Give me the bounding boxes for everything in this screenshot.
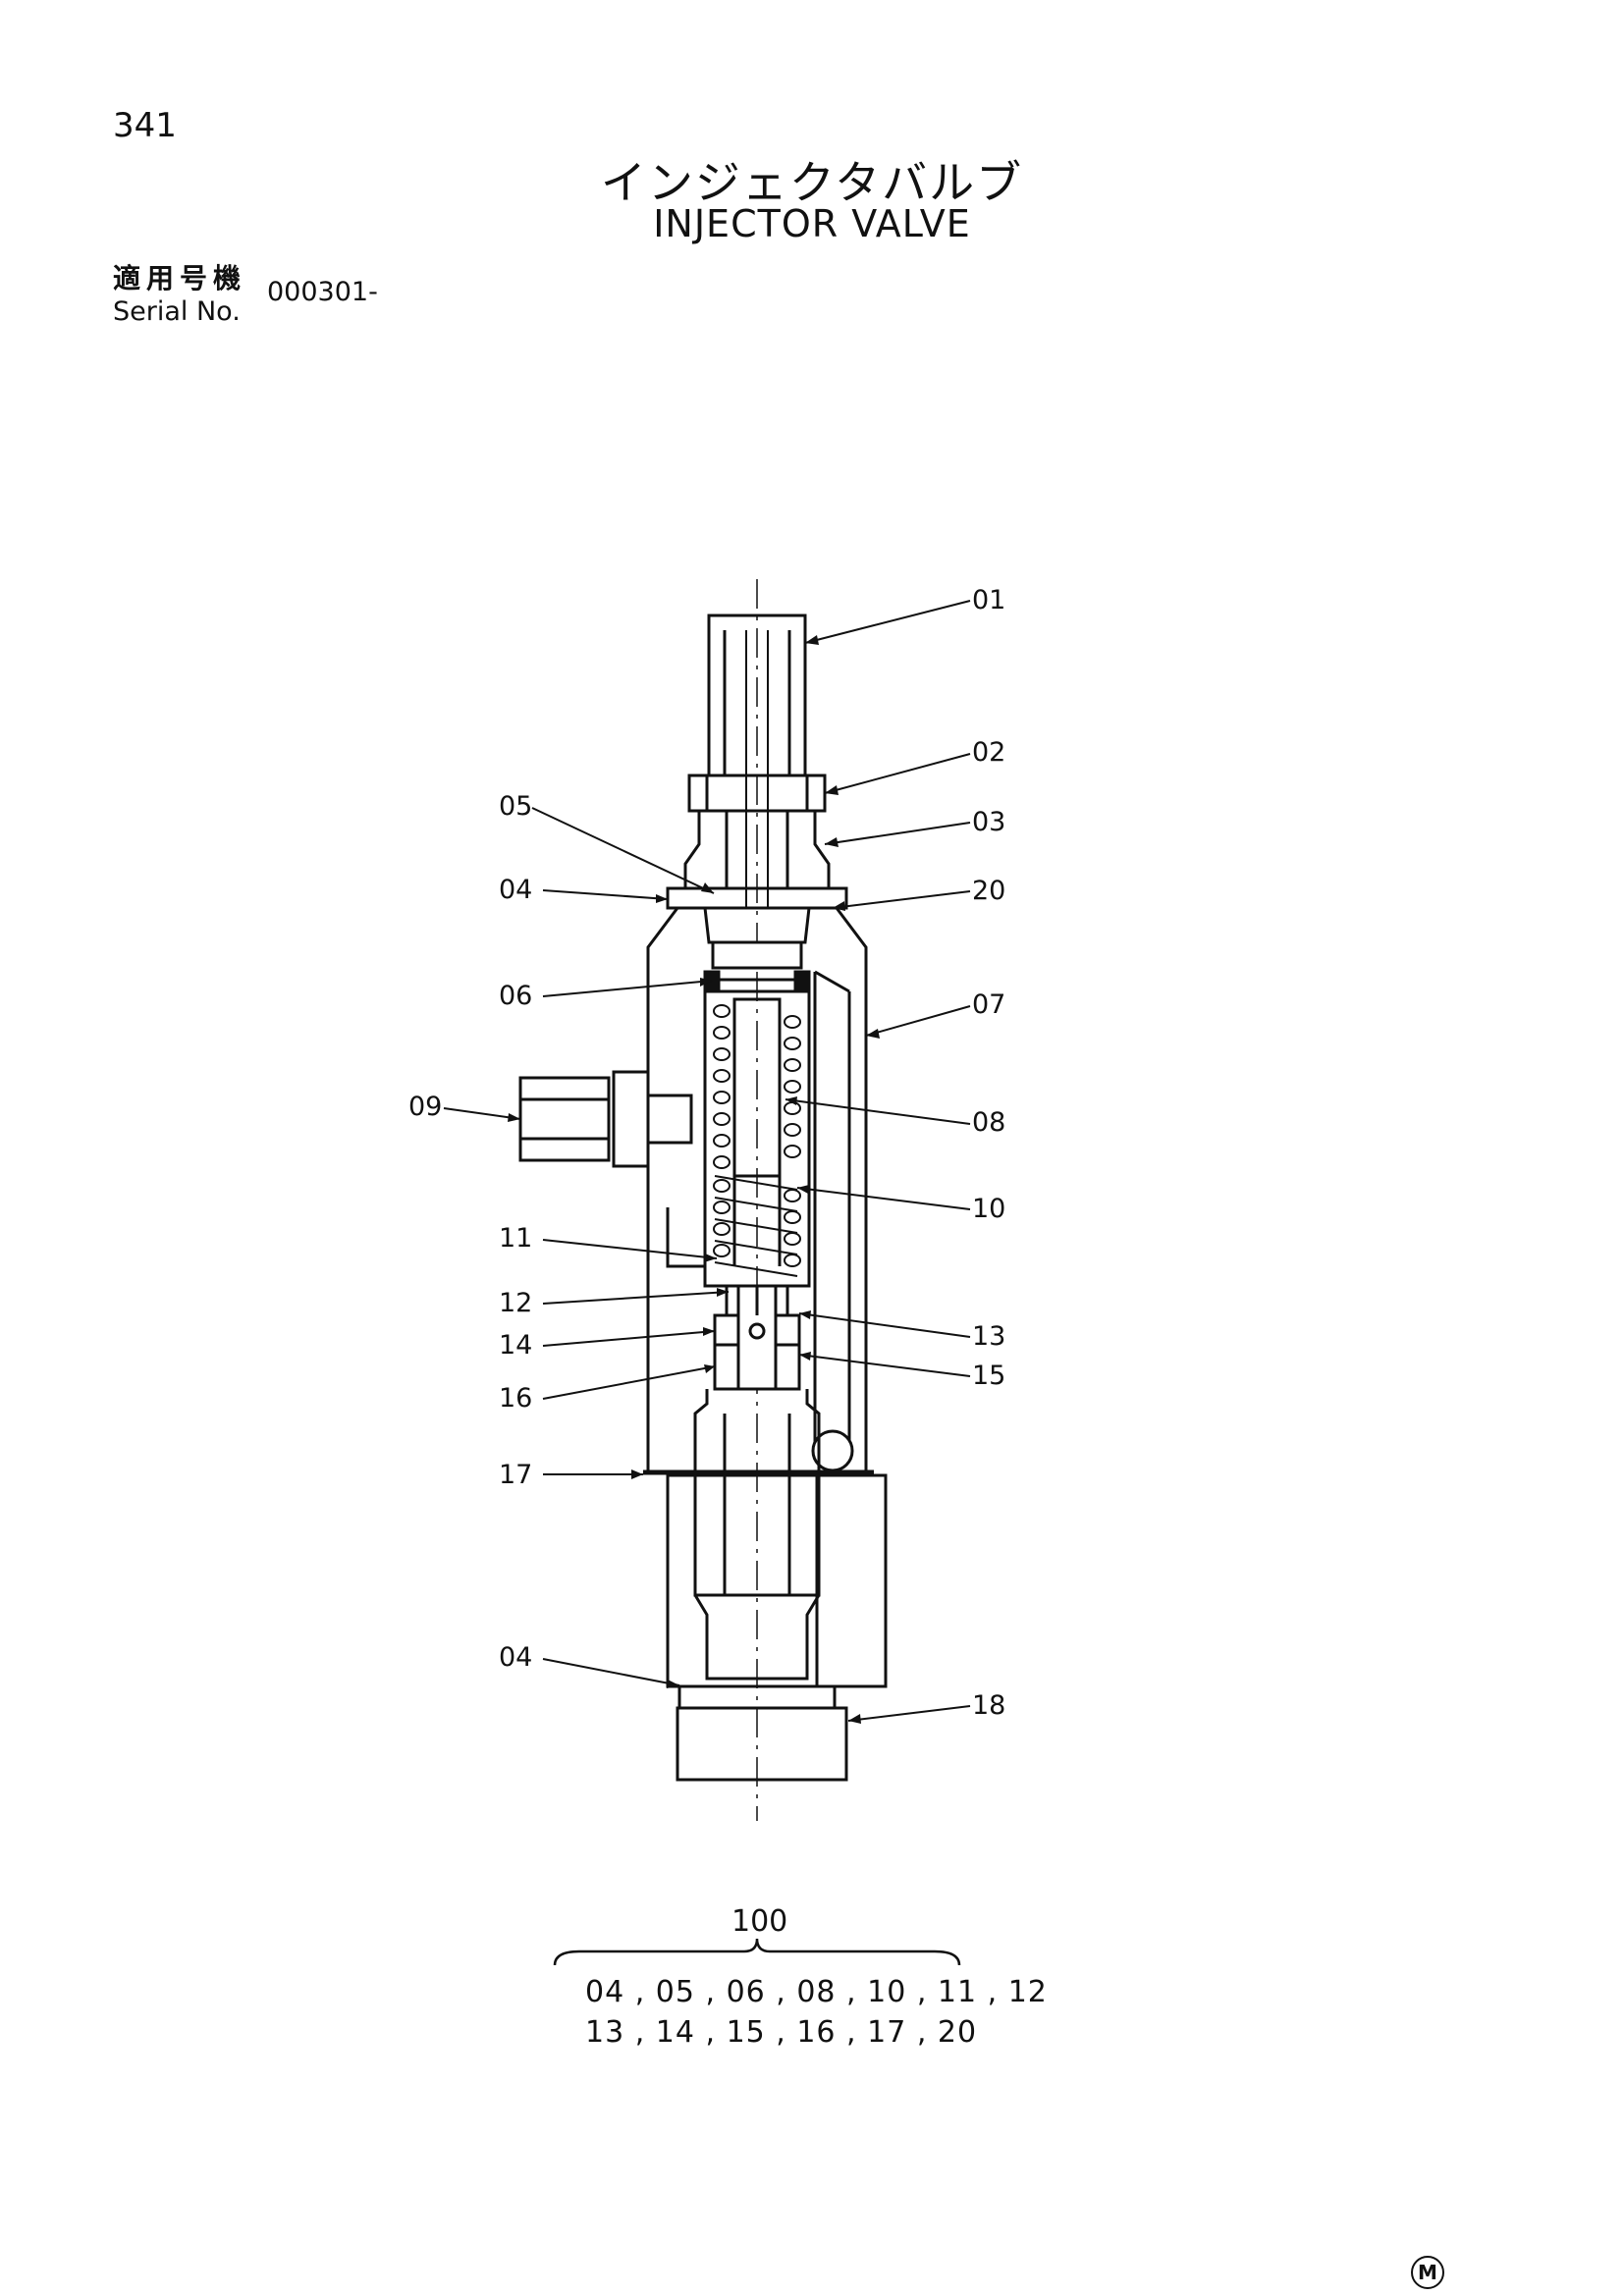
callout-09: 09 bbox=[408, 1092, 442, 1122]
callout-02: 02 bbox=[972, 737, 1005, 768]
callout-12: 12 bbox=[499, 1288, 532, 1318]
callout-03: 03 bbox=[972, 807, 1005, 837]
kit-parts-row-1: 04 , 05 , 06 , 08 , 10 , 11 , 12 bbox=[585, 1975, 1048, 2009]
leader-arrowheads bbox=[508, 635, 880, 1724]
part-03-body bbox=[683, 811, 831, 890]
part-08-spring bbox=[713, 1004, 801, 1169]
title-english: INJECTOR VALVE bbox=[653, 202, 971, 245]
kit-number: 100 bbox=[731, 1904, 788, 1939]
part-04-05-flange bbox=[666, 886, 848, 970]
serial-label-english: Serial No. bbox=[113, 296, 241, 327]
callout-14: 14 bbox=[499, 1330, 532, 1361]
callout-04-lower: 04 bbox=[499, 1642, 532, 1673]
callout-04-upper: 04 bbox=[499, 875, 532, 905]
part-01-fitting bbox=[707, 614, 807, 908]
part-18-plug bbox=[676, 1686, 848, 1782]
kit-parts-row-2: 13 , 14 , 15 , 16 , 17 , 20 bbox=[585, 2015, 978, 2050]
serial-value: 000301- bbox=[267, 277, 378, 307]
callout-01: 01 bbox=[972, 585, 1005, 615]
part-07-housing bbox=[646, 907, 868, 1474]
callout-11: 11 bbox=[499, 1223, 532, 1254]
part-17-plug bbox=[643, 1389, 874, 1597]
callout-18: 18 bbox=[972, 1690, 1005, 1721]
title-japanese: インジェクタバルブ bbox=[600, 156, 1024, 209]
serial-label-japanese: 適用号機 bbox=[113, 262, 247, 294]
callout-15: 15 bbox=[972, 1361, 1005, 1391]
callout-06: 06 bbox=[499, 981, 532, 1011]
callout-17: 17 bbox=[499, 1460, 532, 1490]
callout-13: 13 bbox=[972, 1321, 1005, 1352]
callout-20: 20 bbox=[972, 876, 1005, 906]
housing-port bbox=[666, 1207, 705, 1268]
part-10-spring bbox=[713, 1175, 801, 1277]
maker-mark: M bbox=[1411, 2256, 1444, 2289]
lower-body bbox=[666, 1473, 888, 1688]
callout-05: 05 bbox=[499, 791, 532, 822]
callout-07: 07 bbox=[972, 989, 1005, 1020]
part-09-side-fitting bbox=[518, 1070, 693, 1168]
callout-10: 10 bbox=[972, 1194, 1005, 1224]
kit-brace bbox=[553, 1938, 961, 1966]
page-number: 341 bbox=[113, 106, 177, 145]
callout-08: 08 bbox=[972, 1107, 1005, 1138]
leader-lines bbox=[443, 600, 971, 1722]
callout-16: 16 bbox=[499, 1383, 532, 1414]
part-11-16-spool bbox=[713, 1284, 801, 1391]
